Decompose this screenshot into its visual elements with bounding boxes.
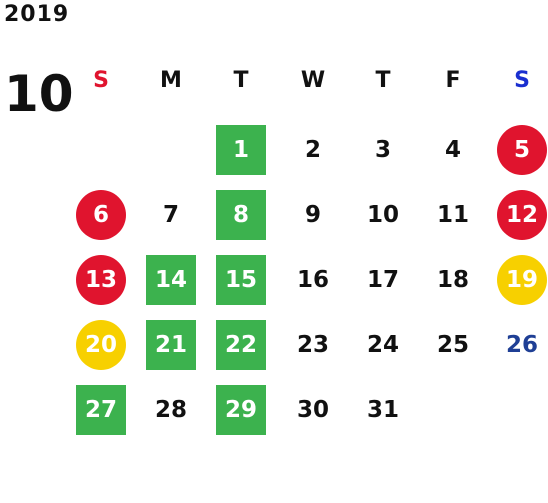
day-cell-2[interactable]: 2 [304, 137, 321, 163]
day-cell-11[interactable]: 11 [436, 202, 469, 228]
weekday-thu: T [375, 67, 391, 93]
day-cell-6[interactable]: 6 [76, 190, 126, 240]
weekday-tue: T [233, 67, 249, 93]
day-cell-31[interactable]: 31 [366, 397, 399, 423]
weekday-sun: S [93, 67, 109, 93]
day-cell-7[interactable]: 7 [162, 202, 179, 228]
weekday-fri: F [445, 67, 461, 93]
day-cell-18[interactable]: 18 [436, 267, 469, 293]
day-cell-27[interactable]: 27 [76, 385, 126, 435]
day-cell-16[interactable]: 16 [296, 267, 329, 293]
day-cell-22[interactable]: 22 [216, 320, 266, 370]
day-cell-19[interactable]: 19 [497, 255, 547, 305]
day-cell-21[interactable]: 21 [146, 320, 196, 370]
day-cell-23[interactable]: 23 [296, 332, 329, 358]
day-cell-28[interactable]: 28 [154, 397, 187, 423]
weekday-mon: M [160, 67, 182, 93]
day-cell-4[interactable]: 4 [444, 137, 461, 163]
day-cell-5[interactable]: 5 [497, 125, 547, 175]
day-cell-29[interactable]: 29 [216, 385, 266, 435]
day-cell-25[interactable]: 25 [436, 332, 469, 358]
day-cell-24[interactable]: 24 [366, 332, 399, 358]
day-cell-3[interactable]: 3 [374, 137, 391, 163]
weekday-wed: W [300, 67, 326, 93]
day-cell-17[interactable]: 17 [366, 267, 399, 293]
day-cell-30[interactable]: 30 [296, 397, 329, 423]
year-label: 2019 [4, 2, 70, 27]
day-cell-12[interactable]: 12 [497, 190, 547, 240]
day-cell-15[interactable]: 15 [216, 255, 266, 305]
day-cell-13[interactable]: 13 [76, 255, 126, 305]
day-cell-20[interactable]: 20 [76, 320, 126, 370]
weekday-sat: S [514, 67, 530, 93]
day-cell-14[interactable]: 14 [146, 255, 196, 305]
day-cell-26[interactable]: 26 [505, 332, 538, 358]
day-cell-1[interactable]: 1 [216, 125, 266, 175]
day-cell-10[interactable]: 10 [366, 202, 399, 228]
day-cell-8[interactable]: 8 [216, 190, 266, 240]
month-label: 10 [4, 65, 74, 123]
day-cell-9[interactable]: 9 [304, 202, 321, 228]
